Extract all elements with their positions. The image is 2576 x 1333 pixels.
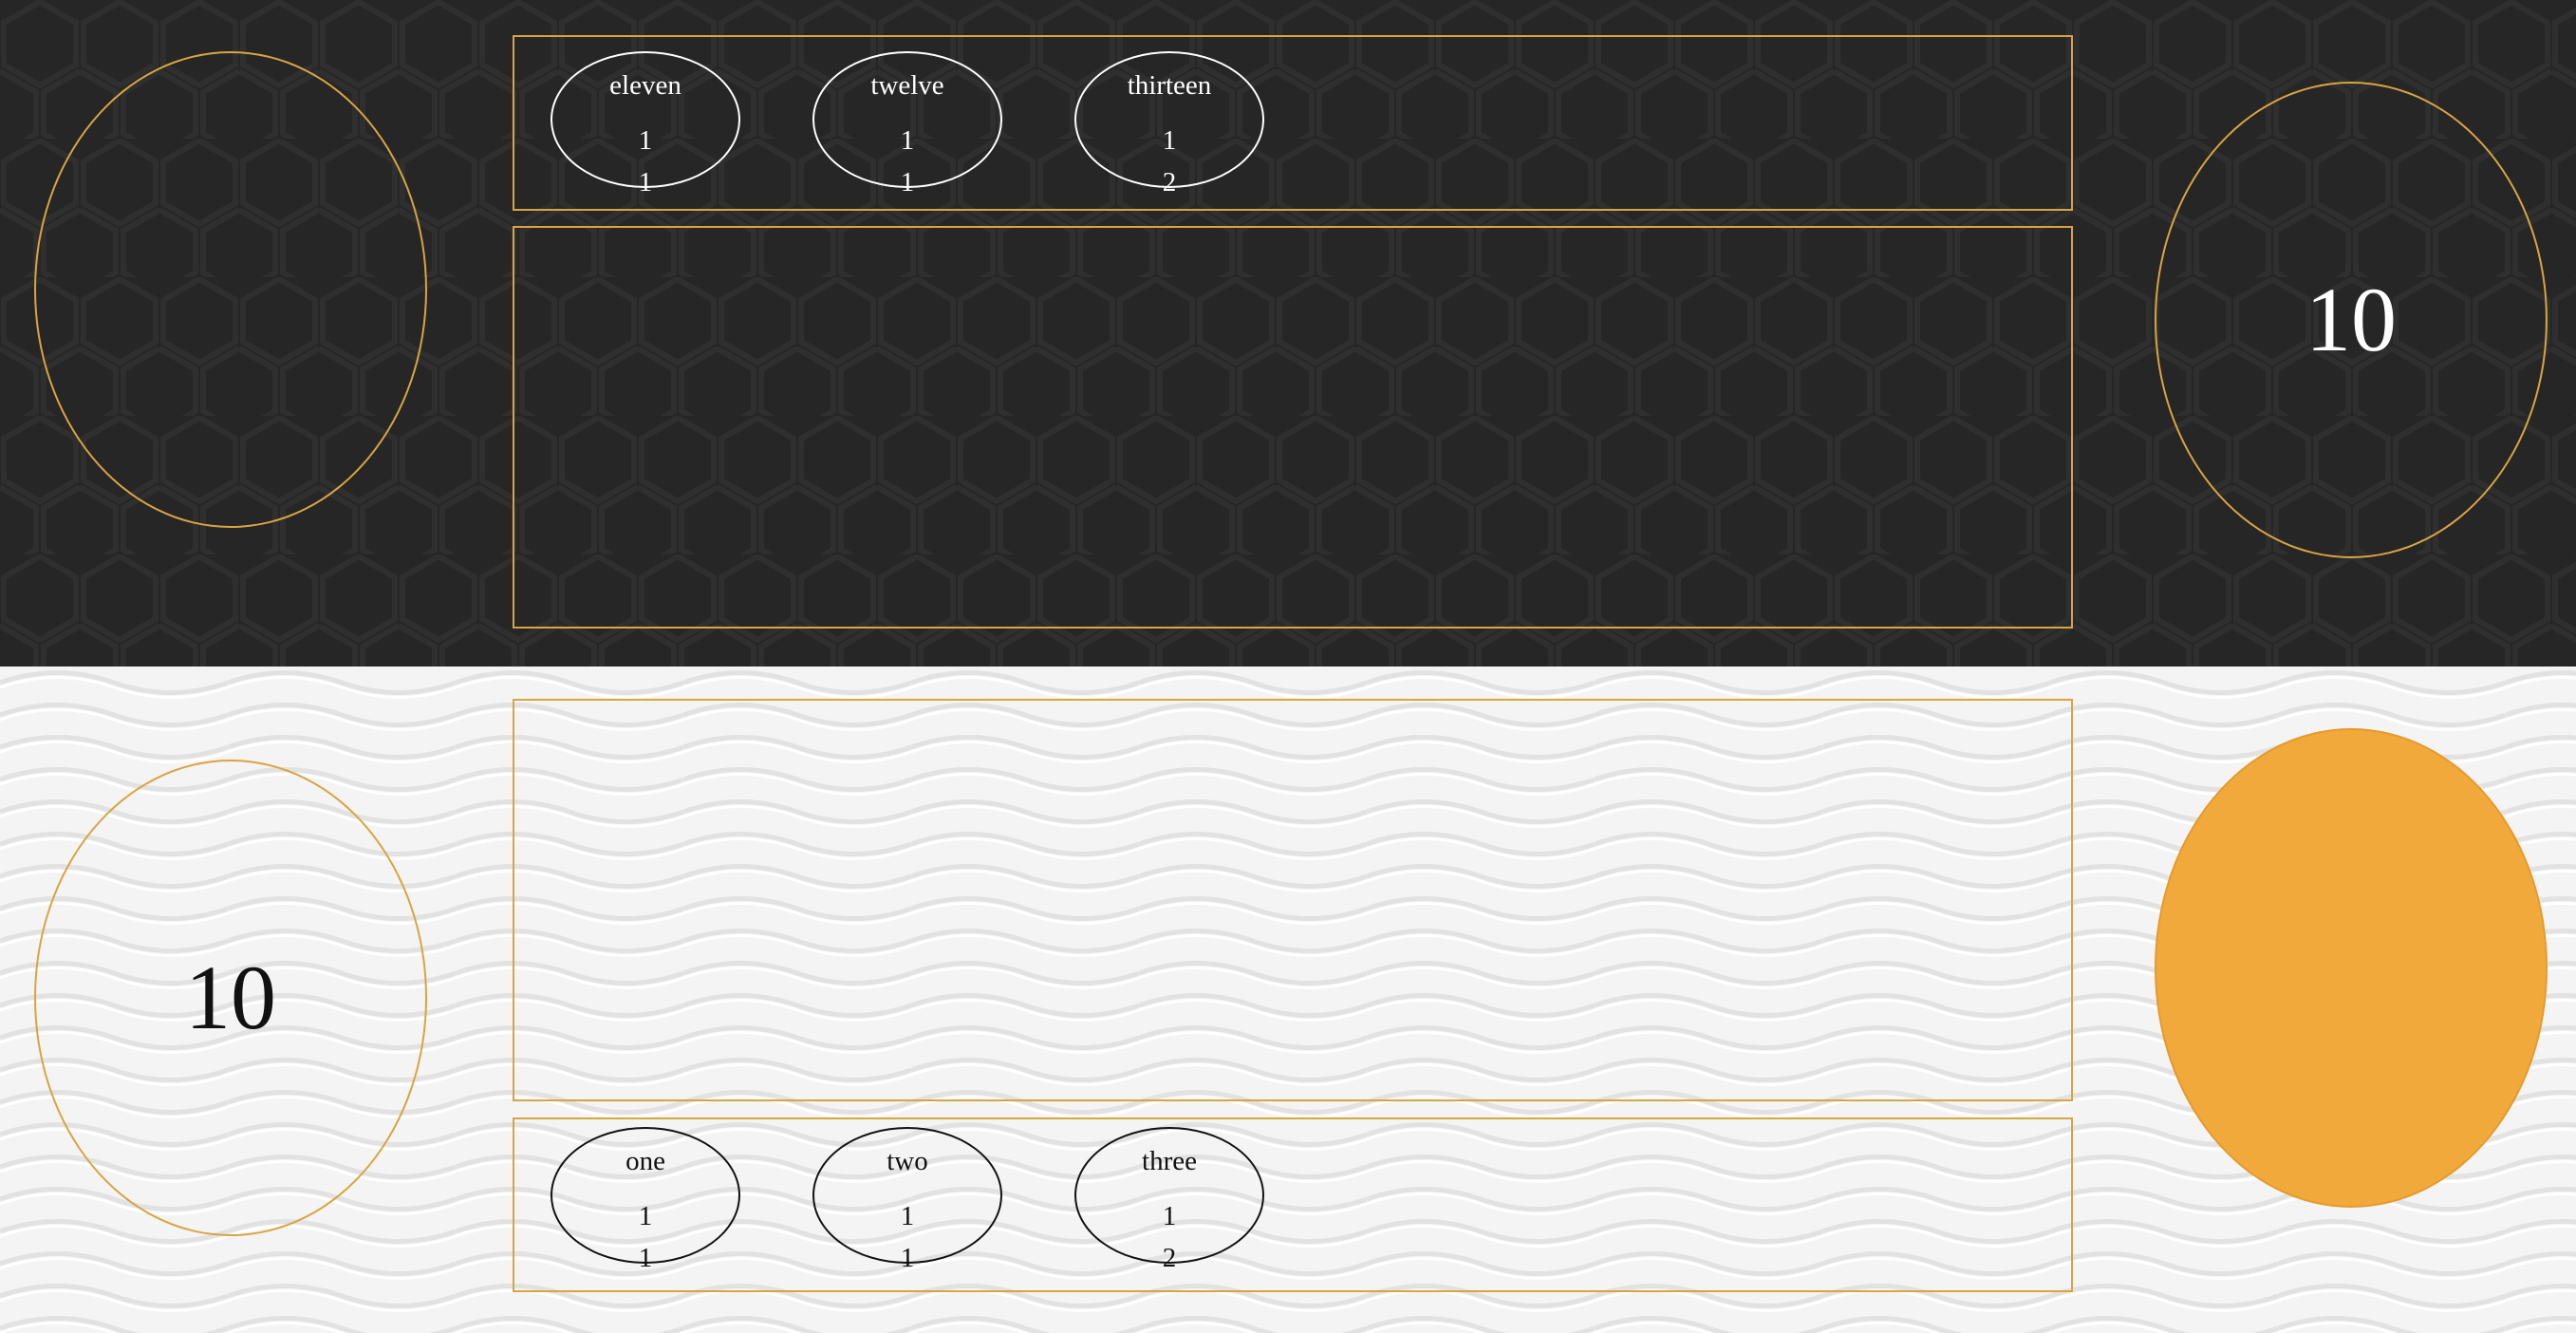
- hand-card[interactable]: one 1 1: [551, 1127, 740, 1272]
- card-attack: 1: [638, 125, 653, 156]
- card-attack: 1: [1162, 125, 1177, 156]
- card-name: one: [625, 1146, 665, 1176]
- card-name: three: [1142, 1146, 1197, 1176]
- player-board: [0, 666, 2576, 1333]
- card-health: 1: [638, 1243, 653, 1273]
- opponent-life-counter: 10: [2155, 82, 2548, 558]
- player-life-value: 10: [185, 947, 276, 1048]
- card-attack: 1: [900, 125, 915, 156]
- card-name: eleven: [609, 70, 681, 101]
- card-attack: 1: [1162, 1201, 1177, 1231]
- opponent-deck[interactable]: [34, 51, 427, 528]
- card-attack: 1: [638, 1201, 653, 1231]
- card-health: 1: [638, 167, 653, 197]
- opponent-field-zone[interactable]: [513, 226, 2073, 629]
- card-attack: 1: [900, 1201, 915, 1231]
- wave-pattern: [0, 666, 2576, 1333]
- card-health: 2: [1162, 167, 1177, 197]
- card-name: thirteen: [1127, 70, 1212, 101]
- hexagon-pattern: [0, 0, 2576, 666]
- player-deck[interactable]: [2155, 728, 2548, 1208]
- opponent-board: [0, 0, 2576, 666]
- player-life-counter: 10: [34, 760, 427, 1236]
- hand-card[interactable]: three 1 2: [1074, 1127, 1264, 1272]
- hand-card[interactable]: thirteen 1 2: [1074, 51, 1264, 197]
- opponent-life-value: 10: [2305, 269, 2397, 370]
- hand-card[interactable]: eleven 1 1: [551, 51, 740, 197]
- card-health: 1: [900, 167, 915, 197]
- card-name: twelve: [870, 70, 944, 101]
- hand-card[interactable]: two 1 1: [812, 1127, 1002, 1272]
- card-name: two: [887, 1146, 928, 1176]
- opponent-hand-zone: eleven 1 1 twelve 1 1 thirteen 1 2: [513, 35, 2073, 211]
- card-health: 1: [900, 1243, 915, 1273]
- card-health: 2: [1162, 1243, 1177, 1273]
- hand-card[interactable]: twelve 1 1: [812, 51, 1002, 197]
- player-field-zone[interactable]: [513, 699, 2073, 1101]
- player-hand-zone: one 1 1 two 1 1 three 1 2: [513, 1117, 2073, 1292]
